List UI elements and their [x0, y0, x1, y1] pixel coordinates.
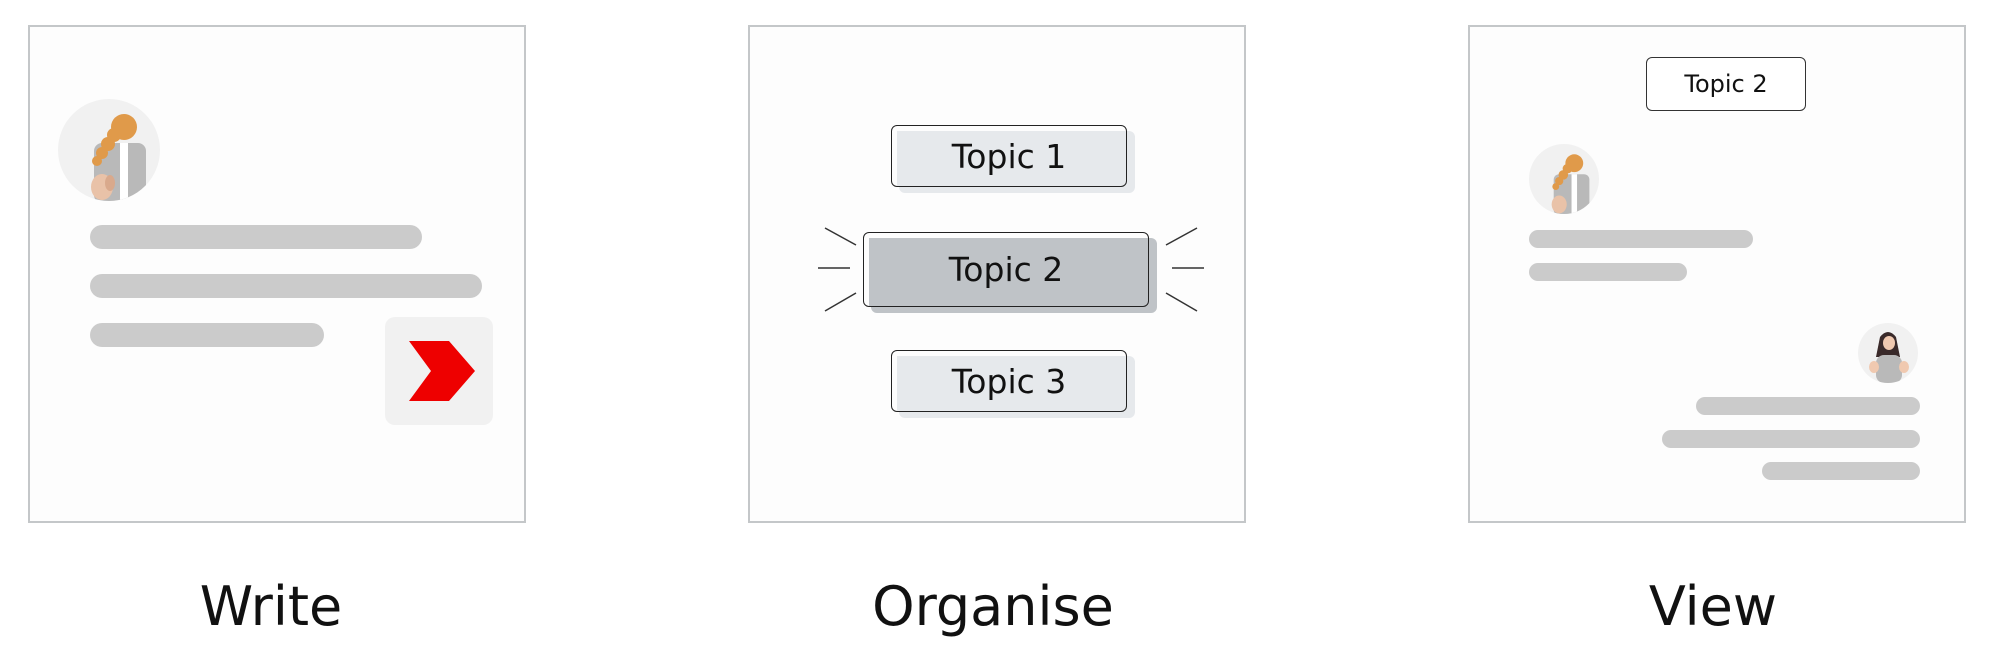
woman-dark-hair-avatar-icon [1869, 332, 1909, 383]
reader-avatar [1858, 323, 1918, 383]
reply-line-3 [1762, 462, 1920, 480]
topic-1-label: Topic 1 [951, 136, 1067, 176]
topic-1-card[interactable]: Topic 1 [891, 125, 1135, 193]
organise-panel: Topic 1 Topic 2 Topic 3 [748, 25, 1246, 523]
view-panel: Topic 2 [1468, 25, 1966, 523]
topic-3-card[interactable]: Topic 3 [891, 350, 1135, 418]
send-button[interactable] [385, 317, 493, 425]
message-line-3 [90, 323, 324, 347]
topic-2-label: Topic 2 [948, 250, 1064, 289]
message-line-1 [90, 225, 422, 249]
write-panel [28, 25, 526, 523]
reply-line-2 [1662, 430, 1920, 448]
topic-3-label: Topic 3 [951, 361, 1067, 401]
woman-braid-avatar-icon [1551, 154, 1590, 214]
message-line-2 [90, 274, 482, 298]
view-topic-tag[interactable]: Topic 2 [1646, 57, 1806, 111]
woman-braid-avatar-icon [91, 114, 146, 201]
topic-2-card[interactable]: Topic 2 [863, 232, 1157, 313]
received-line-2 [1529, 263, 1687, 281]
caption-write: Write [199, 575, 343, 638]
received-line-1 [1529, 230, 1753, 248]
caption-view: View [1648, 575, 1778, 638]
writer-avatar-small [1529, 144, 1599, 214]
writer-avatar [58, 99, 160, 201]
send-arrow-icon [409, 341, 475, 401]
caption-organise: Organise [872, 575, 1114, 638]
reply-line-1 [1696, 397, 1920, 415]
highlight-rays-icon [818, 227, 1204, 312]
